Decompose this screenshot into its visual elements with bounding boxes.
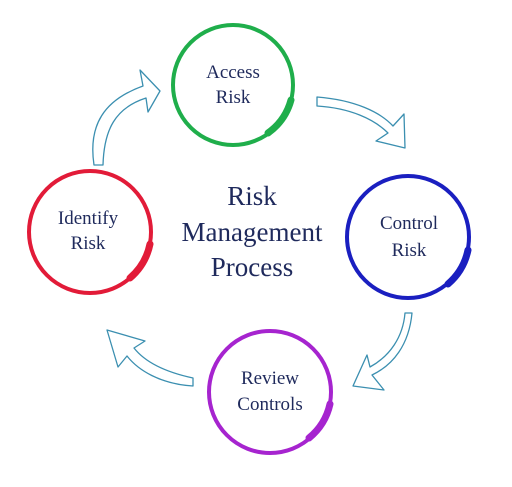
cycle-arrows bbox=[92, 69, 413, 391]
access-risk-ring-accent bbox=[264, 96, 295, 137]
access-risk-label-line1: Access bbox=[206, 62, 260, 83]
control-risk-ring bbox=[345, 174, 471, 300]
center-title-line1: Risk bbox=[227, 181, 277, 211]
center-title-line3: Process bbox=[211, 252, 294, 282]
control-risk-ring-accent bbox=[444, 246, 472, 288]
step-review-controls: Review Controls bbox=[207, 329, 334, 455]
control-risk-label-line1: Control bbox=[380, 213, 438, 234]
identify-risk-ring-accent bbox=[126, 240, 154, 282]
arrow-access-to-control bbox=[316, 96, 406, 149]
step-identify-risk: Identify Risk bbox=[27, 169, 154, 295]
center-title: Risk Management Process bbox=[182, 181, 323, 282]
arrow-review-to-identify bbox=[106, 329, 194, 387]
review-controls-ring-accent bbox=[305, 400, 334, 442]
access-risk-label-line2: Risk bbox=[216, 87, 251, 108]
arrow-identify-to-access bbox=[92, 69, 161, 166]
access-risk-ring bbox=[171, 23, 295, 147]
control-risk-label-line2: Risk bbox=[392, 240, 427, 261]
review-controls-label-line1: Review bbox=[241, 368, 299, 389]
step-control-risk: Control Risk bbox=[345, 174, 472, 300]
step-access-risk: Access Risk bbox=[171, 23, 295, 147]
identify-risk-label-line1: Identify bbox=[58, 208, 119, 229]
center-title-line2: Management bbox=[182, 217, 323, 247]
arrow-control-to-review bbox=[352, 312, 413, 391]
identify-risk-ring bbox=[27, 169, 153, 295]
identify-risk-label-line2: Risk bbox=[71, 233, 106, 254]
review-controls-ring bbox=[207, 329, 333, 455]
review-controls-label-line2: Controls bbox=[237, 394, 302, 415]
